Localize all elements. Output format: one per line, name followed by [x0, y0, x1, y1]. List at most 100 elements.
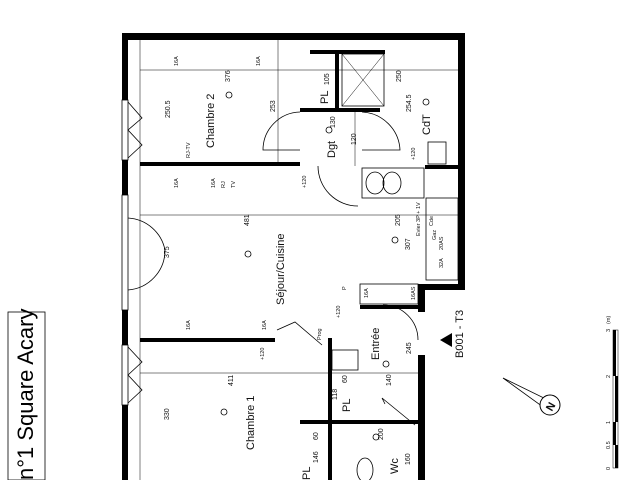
outlet-20as: 20AS	[439, 236, 445, 250]
room-pl-1: PL	[319, 91, 331, 104]
dim-146: 146	[313, 451, 320, 463]
scale-bar: 0 0.5 1 2 3 (m)	[606, 316, 619, 470]
dim-200: 200	[378, 428, 385, 440]
wall-top-bath	[310, 50, 385, 54]
plan-title: n°1 Square Acary	[13, 309, 38, 480]
room-chambre2: Chambre 2	[205, 94, 217, 148]
dimension-labels: 376 250.5 253 130 120 250 254.5 105 481 …	[164, 70, 413, 465]
wall-shower	[335, 50, 339, 110]
wall-right	[458, 33, 465, 290]
scale-tick-3: 3	[606, 329, 612, 332]
wall-step-2	[418, 284, 425, 312]
ceiling-light-icon	[422, 98, 430, 106]
ceiling-light-icon	[382, 360, 390, 368]
wall-chambre1	[140, 338, 275, 342]
outlet-32a: 32A	[439, 258, 445, 268]
dim-60-b: 60	[313, 432, 320, 440]
wall-left-3	[122, 310, 128, 345]
dim-411: 411	[228, 375, 235, 386]
outlet-16as: 16AS	[411, 286, 417, 300]
window-chambre2	[121, 99, 129, 161]
dim-250-5: 250.5	[165, 100, 172, 118]
window-chambre1	[121, 344, 129, 406]
walls	[122, 33, 465, 480]
washbasin	[427, 141, 447, 165]
dim-105: 105	[324, 73, 331, 85]
gaz-label: Gaz	[432, 230, 438, 240]
room-pl-2: PL	[341, 399, 353, 412]
scale-unit: (m)	[606, 316, 612, 324]
ceiling-light-icon	[220, 408, 228, 416]
outlet-120: +120	[411, 148, 417, 160]
shower	[341, 53, 385, 107]
scale-tick-0-5: 0.5	[606, 441, 612, 449]
ceiling-light-icon	[372, 433, 380, 441]
door-chambre2	[262, 111, 301, 151]
door-dgt	[317, 165, 359, 207]
window-swing-1	[127, 101, 143, 159]
wall-top	[122, 33, 465, 40]
window-swing-3	[127, 346, 143, 404]
room-chambre1: Chambre 1	[245, 396, 257, 450]
ceiling-light-icon	[244, 250, 252, 258]
north-arrow-icon: N	[502, 377, 561, 416]
dim-120: 120	[351, 133, 358, 145]
electrical-panel	[425, 197, 459, 281]
entry-closet	[359, 283, 419, 305]
window-swing-2	[127, 217, 166, 291]
outlet-16a: 16A	[211, 178, 217, 188]
room-pl-3: PL	[301, 467, 313, 480]
outlet-16a: 16A	[262, 320, 268, 330]
wall-right-lower	[418, 355, 425, 480]
outlet-p: P	[342, 286, 348, 290]
fixtures	[262, 53, 459, 480]
dim-60-a: 60	[342, 375, 349, 383]
entry-arrow-icon	[440, 333, 452, 347]
kitchen-counter	[361, 167, 425, 199]
title-block: n°1 Square Acary	[7, 309, 46, 480]
dim-250: 250	[396, 70, 403, 82]
sink-bowl-2	[382, 171, 402, 195]
outlet-16a: 16A	[174, 178, 180, 188]
toilet	[356, 457, 374, 480]
wall-step	[425, 284, 465, 290]
title-frame	[7, 311, 46, 480]
windows	[121, 99, 166, 406]
outlet-16a: 16A	[186, 320, 192, 330]
door-cdt	[361, 111, 401, 151]
room-labels: Chambre 2 Séjour/Cuisine Chambre 1 Dgt C…	[205, 91, 433, 480]
scale-tick-2: 2	[606, 375, 612, 378]
wall-wc-top	[300, 420, 418, 424]
outlet-rj: RJ	[221, 181, 227, 188]
room-entree: Entrée	[370, 328, 382, 360]
window-sejour	[121, 194, 129, 311]
panel	[331, 349, 359, 371]
dim-205: 205	[395, 214, 402, 226]
wall-bath	[300, 108, 380, 112]
dim-253: 253	[270, 100, 277, 112]
dim-307: 307	[405, 238, 412, 250]
outlet-16a: 16A	[256, 56, 262, 66]
outlet-120: +120	[260, 348, 266, 360]
outlet-120: +120	[336, 306, 342, 318]
ceiling-light-icon	[391, 236, 399, 244]
door-chambre1	[276, 321, 323, 346]
door-wc	[381, 397, 416, 426]
ceiling-light-icon	[225, 91, 233, 99]
wall-chambre2	[140, 162, 300, 166]
wall-wc	[328, 338, 332, 480]
dim-254-5: 254.5	[406, 94, 413, 112]
wall-cupboard	[425, 165, 458, 169]
outlet-16a: 16A	[174, 56, 180, 66]
dimension-lines	[139, 40, 458, 480]
prog-label: Prog	[317, 328, 323, 340]
room-cdt: CdT	[421, 114, 433, 135]
scale-tick-0: 0	[606, 467, 612, 470]
wall-entry	[360, 305, 418, 309]
cde-label: Cde	[429, 216, 435, 226]
ceiling-light-icon	[325, 126, 333, 134]
room-sejour: Séjour/Cuisine	[275, 233, 287, 305]
room-wc: Wc	[389, 458, 401, 474]
dim-375: 375	[164, 246, 171, 258]
